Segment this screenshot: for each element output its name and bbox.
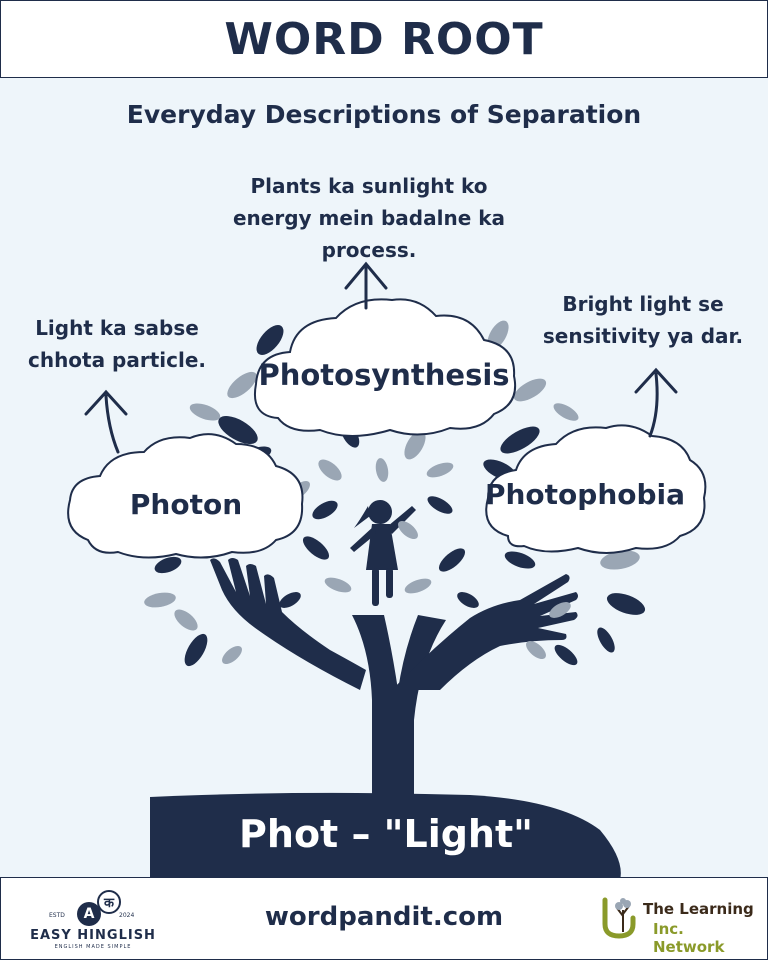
cloud-photon [67, 433, 304, 559]
meaning-photosynthesis: Plants ka sunlight ko energy mein badaln… [232, 174, 506, 262]
dark-leaves [154, 325, 646, 667]
easy-hinglish-tagline: ENGLISH MADE SIMPLE [54, 944, 132, 950]
meaning-photon: Light ka sabse chhota particle. [27, 316, 207, 372]
cloud-photosynthesis [254, 298, 516, 437]
learning-inc-line1: The Learning [643, 900, 754, 918]
arrow-up-icon [84, 389, 128, 454]
cloud-photophobia [485, 424, 707, 554]
easy-hinglish-name: EASY HINGLISH [30, 928, 156, 943]
estd-label: ESTD [49, 912, 65, 919]
ground-mound [150, 792, 621, 880]
speech-bubble-a-icon: A [77, 902, 101, 926]
word-photosynthesis: Photosynthesis [258, 358, 510, 392]
arrow-up-icon [634, 367, 678, 438]
tree-u-icon [602, 897, 636, 939]
subtitle: Everyday Descriptions of Separation [126, 100, 642, 129]
estd-year: 2024 [119, 912, 135, 919]
learning-inc-logo: The Learning Inc. Network [599, 896, 759, 956]
page-title: WORD ROOT [224, 13, 544, 65]
root-label: Phot – "Light" [239, 812, 533, 856]
footer: ESTD 2024 A क EASY HINGLISH ENGLISH MADE… [0, 877, 768, 960]
right-hand-icon [392, 574, 578, 690]
tree-illustration [67, 261, 707, 880]
meaning-photophobia: Bright light se sensitivity ya dar. [542, 292, 744, 348]
left-hand-icon [210, 558, 366, 690]
easy-hinglish-logo: ESTD 2024 A क EASY HINGLISH ENGLISH MADE… [27, 884, 159, 954]
header-banner: WORD ROOT [0, 0, 768, 78]
child-figure [350, 500, 416, 606]
arrow-up-icon [344, 261, 388, 310]
speech-bubble-hindi-icon: क [97, 890, 121, 914]
tree-trunk [352, 615, 446, 800]
site-url[interactable]: wordpandit.com [264, 902, 504, 932]
word-photon: Photon [129, 488, 243, 521]
word-photophobia: Photophobia [484, 478, 686, 511]
learning-inc-line2: Inc. Network [653, 920, 725, 956]
